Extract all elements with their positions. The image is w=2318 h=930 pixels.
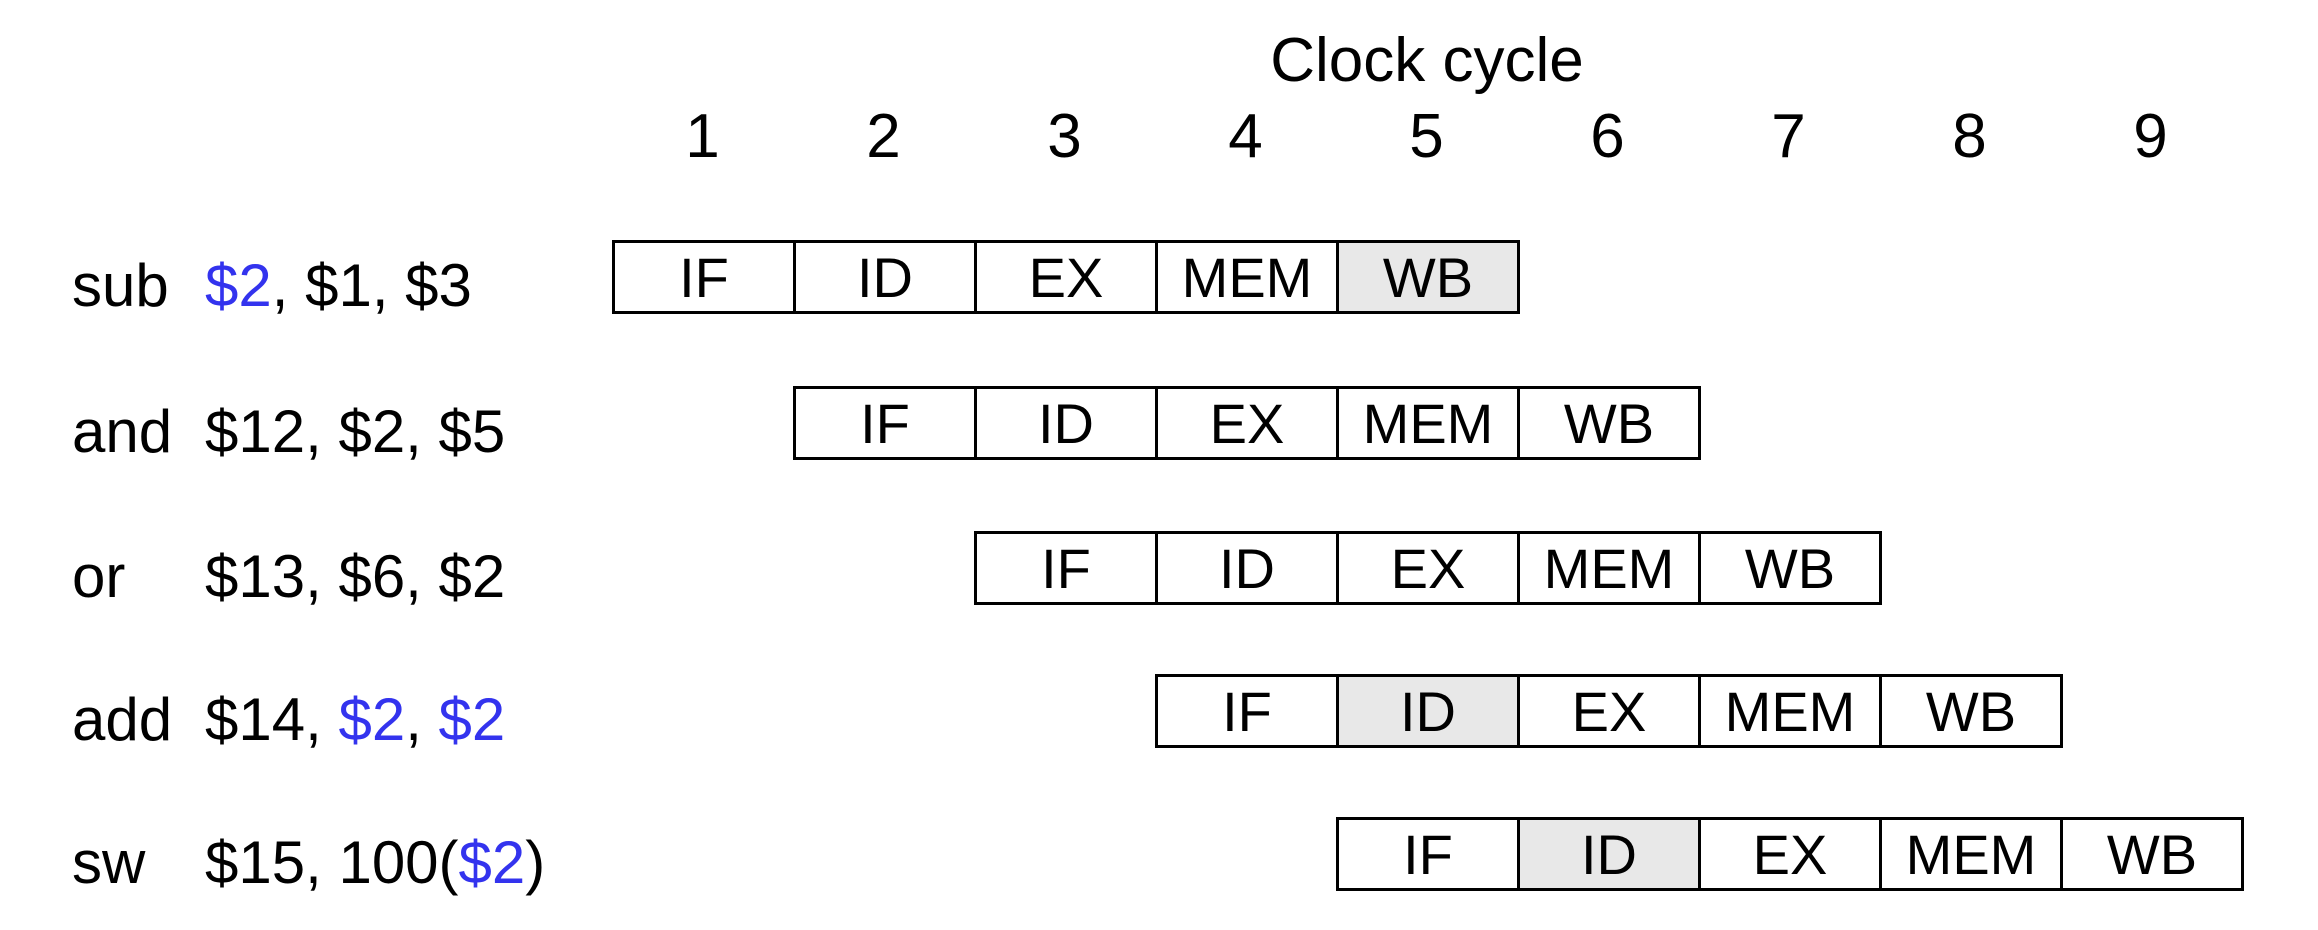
stage-cell: EX: [1155, 386, 1339, 460]
stage-cell: EX: [1698, 817, 1882, 891]
pipeline-row-sw: IF ID EX MEM WB: [1336, 817, 2244, 891]
stage-cell: ID: [1517, 817, 1701, 891]
operands: $13, $6, $2: [205, 542, 505, 611]
cycle-number-2: 2: [866, 102, 901, 171]
cycle-number-4: 4: [1228, 102, 1263, 171]
stage-label: MEM: [1181, 245, 1313, 309]
clock-cycle-title: Clock cycle: [1270, 26, 1584, 95]
operand-segment: $12, $2, $5: [205, 397, 506, 465]
stage-label: MEM: [1362, 391, 1494, 455]
pipeline-row-and: IF ID EX MEM WB: [793, 386, 1701, 460]
cycle-number-8: 8: [1952, 102, 1987, 171]
stage-cell: MEM: [1698, 674, 1882, 748]
stage-label: IF: [1222, 679, 1272, 743]
stage-cell: IF: [793, 386, 977, 460]
cycle-number-7: 7: [1771, 102, 1806, 171]
mnemonic: and: [72, 397, 173, 465]
stage-cell: MEM: [1155, 240, 1339, 314]
pipeline-row-or: IF ID EX MEM WB: [974, 531, 1882, 605]
stage-label: ID: [1581, 822, 1637, 886]
stage-label: EX: [1390, 536, 1466, 600]
operand-segment: $2: [321, 685, 406, 753]
stage-cell: ID: [1336, 674, 1520, 748]
stage-label: EX: [1028, 245, 1104, 309]
pipeline-row-add: IF ID EX MEM WB: [1155, 674, 2063, 748]
stage-cell: ID: [974, 386, 1158, 460]
operand-segment: ,: [405, 685, 439, 753]
mnemonic: or: [72, 542, 126, 610]
stage-cell: ID: [1155, 531, 1339, 605]
stage-label: EX: [1752, 822, 1828, 886]
stage-label: MEM: [1905, 822, 2037, 886]
stage-cell: WB: [2060, 817, 2244, 891]
stage-cell: WB: [1879, 674, 2063, 748]
pipeline-row-sub: IF ID EX MEM WB: [612, 240, 1520, 314]
operand-segment: $14,: [205, 685, 322, 753]
operands: $12, $2, $5: [205, 397, 505, 466]
operand-segment: $2: [438, 685, 506, 753]
stage-cell: WB: [1517, 386, 1701, 460]
stage-label: WB: [2106, 822, 2198, 886]
stage-cell: MEM: [1879, 817, 2063, 891]
stage-cell: IF: [1155, 674, 1339, 748]
stage-cell: IF: [1336, 817, 1520, 891]
cycle-number-3: 3: [1047, 102, 1082, 171]
stage-label: WB: [1382, 245, 1474, 309]
stage-label: IF: [860, 391, 910, 455]
operand-segment: $15, 100(: [205, 828, 459, 896]
mnemonic: sw: [72, 828, 146, 896]
operand-segment: $2: [458, 828, 526, 896]
stage-label: IF: [679, 245, 729, 309]
stage-label: ID: [1400, 679, 1456, 743]
cycle-number-9: 9: [2133, 102, 2168, 171]
instruction-label-add: add $14, $2, $2: [72, 674, 505, 756]
stage-cell: EX: [1517, 674, 1701, 748]
cycle-number-1: 1: [685, 102, 720, 171]
stage-label: ID: [1219, 536, 1275, 600]
stage-label: WB: [1744, 536, 1836, 600]
stage-label: IF: [1403, 822, 1453, 886]
stage-label: IF: [1041, 536, 1091, 600]
stage-label: MEM: [1543, 536, 1675, 600]
stage-label: WB: [1925, 679, 2017, 743]
operands: $15, 100($2): [205, 828, 545, 897]
stage-cell: MEM: [1517, 531, 1701, 605]
operands: $14, $2, $2: [205, 685, 505, 754]
cycle-number-6: 6: [1590, 102, 1625, 171]
stage-cell: WB: [1698, 531, 1882, 605]
operand-segment: $13, $6, $2: [205, 542, 506, 610]
stage-cell: MEM: [1336, 386, 1520, 460]
instruction-label-or: or $13, $6, $2: [72, 531, 505, 613]
stage-cell: IF: [974, 531, 1158, 605]
stage-cell: EX: [974, 240, 1158, 314]
mnemonic: add: [72, 685, 173, 753]
instruction-label-sub: sub $2, $1, $3: [72, 240, 472, 322]
cycle-number-5: 5: [1409, 102, 1444, 171]
stage-label: EX: [1571, 679, 1647, 743]
stage-label: EX: [1209, 391, 1285, 455]
operand-segment: ): [525, 828, 546, 896]
stage-cell: IF: [612, 240, 796, 314]
instruction-label-and: and $12, $2, $5: [72, 386, 505, 468]
operand-segment: $2: [205, 251, 272, 319]
instruction-label-sw: sw $15, 100($2): [72, 817, 545, 899]
stage-cell: EX: [1336, 531, 1520, 605]
stage-label: ID: [1038, 391, 1094, 455]
stage-label: MEM: [1724, 679, 1856, 743]
mnemonic: sub: [72, 251, 169, 319]
stage-cell: ID: [793, 240, 977, 314]
stage-label: ID: [857, 245, 913, 309]
operand-segment: , $1, $3: [271, 251, 472, 319]
stage-cell: WB: [1336, 240, 1520, 314]
stage-label: WB: [1563, 391, 1655, 455]
operands: $2, $1, $3: [205, 251, 472, 320]
